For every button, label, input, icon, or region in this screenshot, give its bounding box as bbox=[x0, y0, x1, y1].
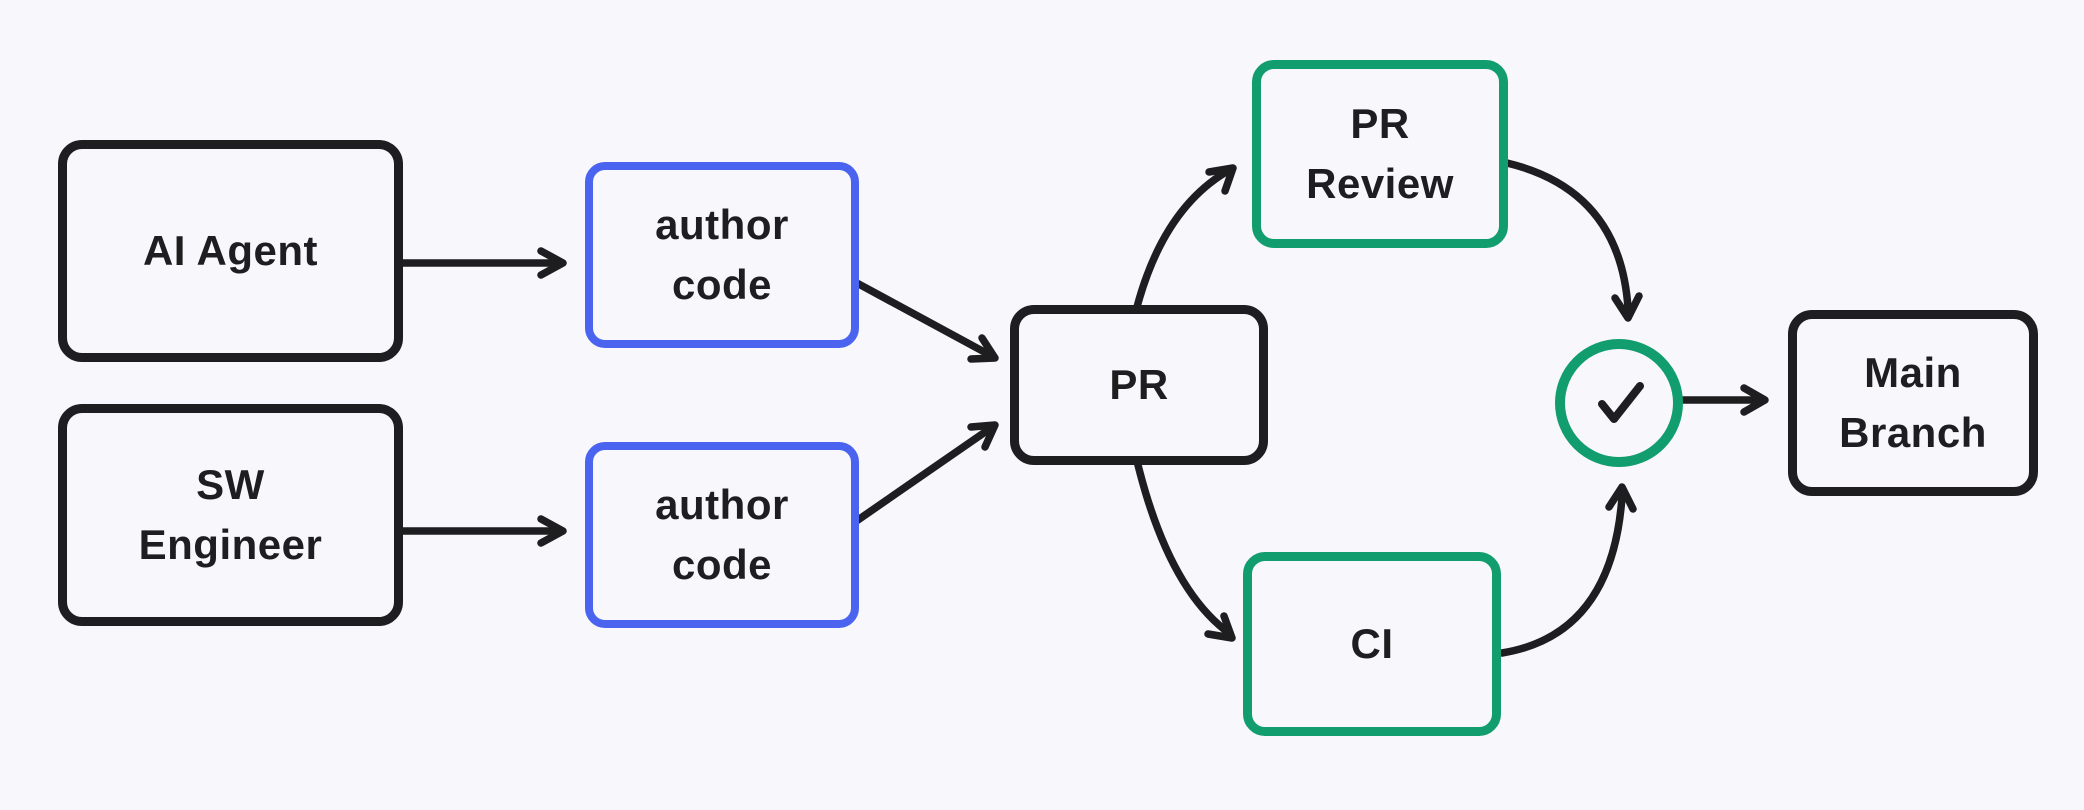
node-author-code-bottom: author code bbox=[585, 442, 859, 628]
node-pr-label: PR bbox=[1109, 361, 1169, 409]
edge-ai-agent-to-author-code bbox=[399, 247, 567, 279]
node-sw-engineer-label: SW Engineer bbox=[138, 461, 323, 568]
node-sw-engineer: SW Engineer bbox=[58, 404, 403, 626]
edge-ci-to-approval bbox=[1498, 483, 1637, 657]
node-ai-agent: AI Agent bbox=[58, 140, 403, 362]
node-author-code-bottom-label: author code bbox=[655, 481, 789, 588]
edge-sw-engineer-to-author-code bbox=[399, 515, 567, 547]
edge-pr-to-pr-review bbox=[1133, 164, 1237, 311]
node-approval-check bbox=[1555, 339, 1683, 467]
edge-author-code-bottom-to-pr bbox=[851, 421, 999, 526]
edge-approval-to-main-branch bbox=[1679, 384, 1769, 416]
node-main-branch-label: Main Branch bbox=[1839, 349, 1987, 456]
node-ci-label: CI bbox=[1350, 620, 1394, 668]
node-ci: CI bbox=[1243, 552, 1501, 736]
node-main-branch: Main Branch bbox=[1788, 310, 2038, 496]
node-ai-agent-label: AI Agent bbox=[142, 227, 319, 275]
checkmark-icon bbox=[1598, 382, 1644, 423]
node-pr-review-label: PR Review bbox=[1306, 100, 1454, 207]
node-author-code-top: author code bbox=[585, 162, 859, 348]
node-pr: PR bbox=[1010, 305, 1268, 465]
node-author-code-top-label: author code bbox=[655, 201, 789, 308]
node-pr-review: PR Review bbox=[1252, 60, 1508, 248]
edge-author-code-top-to-pr bbox=[851, 278, 999, 363]
edge-pr-to-ci bbox=[1134, 461, 1236, 642]
edge-pr-review-to-approval bbox=[1503, 159, 1643, 322]
